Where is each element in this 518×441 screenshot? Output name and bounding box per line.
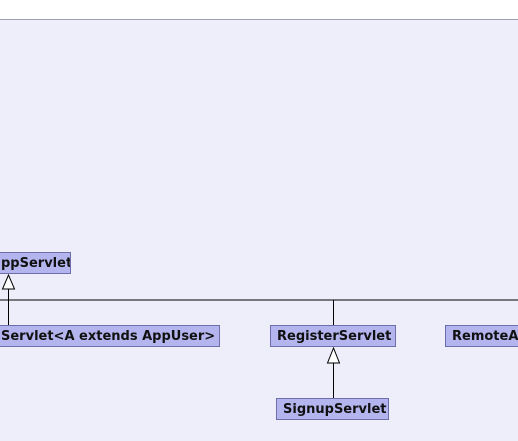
class-node-generic-servlet[interactable]: Servlet<A extends AppUser> xyxy=(0,325,220,347)
class-node-remote-servlet[interactable]: RemoteA xyxy=(445,325,518,347)
inheritance-arrowhead-app xyxy=(1,273,16,290)
class-node-signup-servlet[interactable]: SignupServlet xyxy=(276,398,389,420)
class-node-register-servlet[interactable]: RegisterServlet xyxy=(270,325,396,347)
inheritance-arrowhead-register xyxy=(326,346,341,364)
class-node-app-servlet[interactable]: ppServlet xyxy=(0,252,71,274)
diagram-canvas xyxy=(0,19,518,441)
